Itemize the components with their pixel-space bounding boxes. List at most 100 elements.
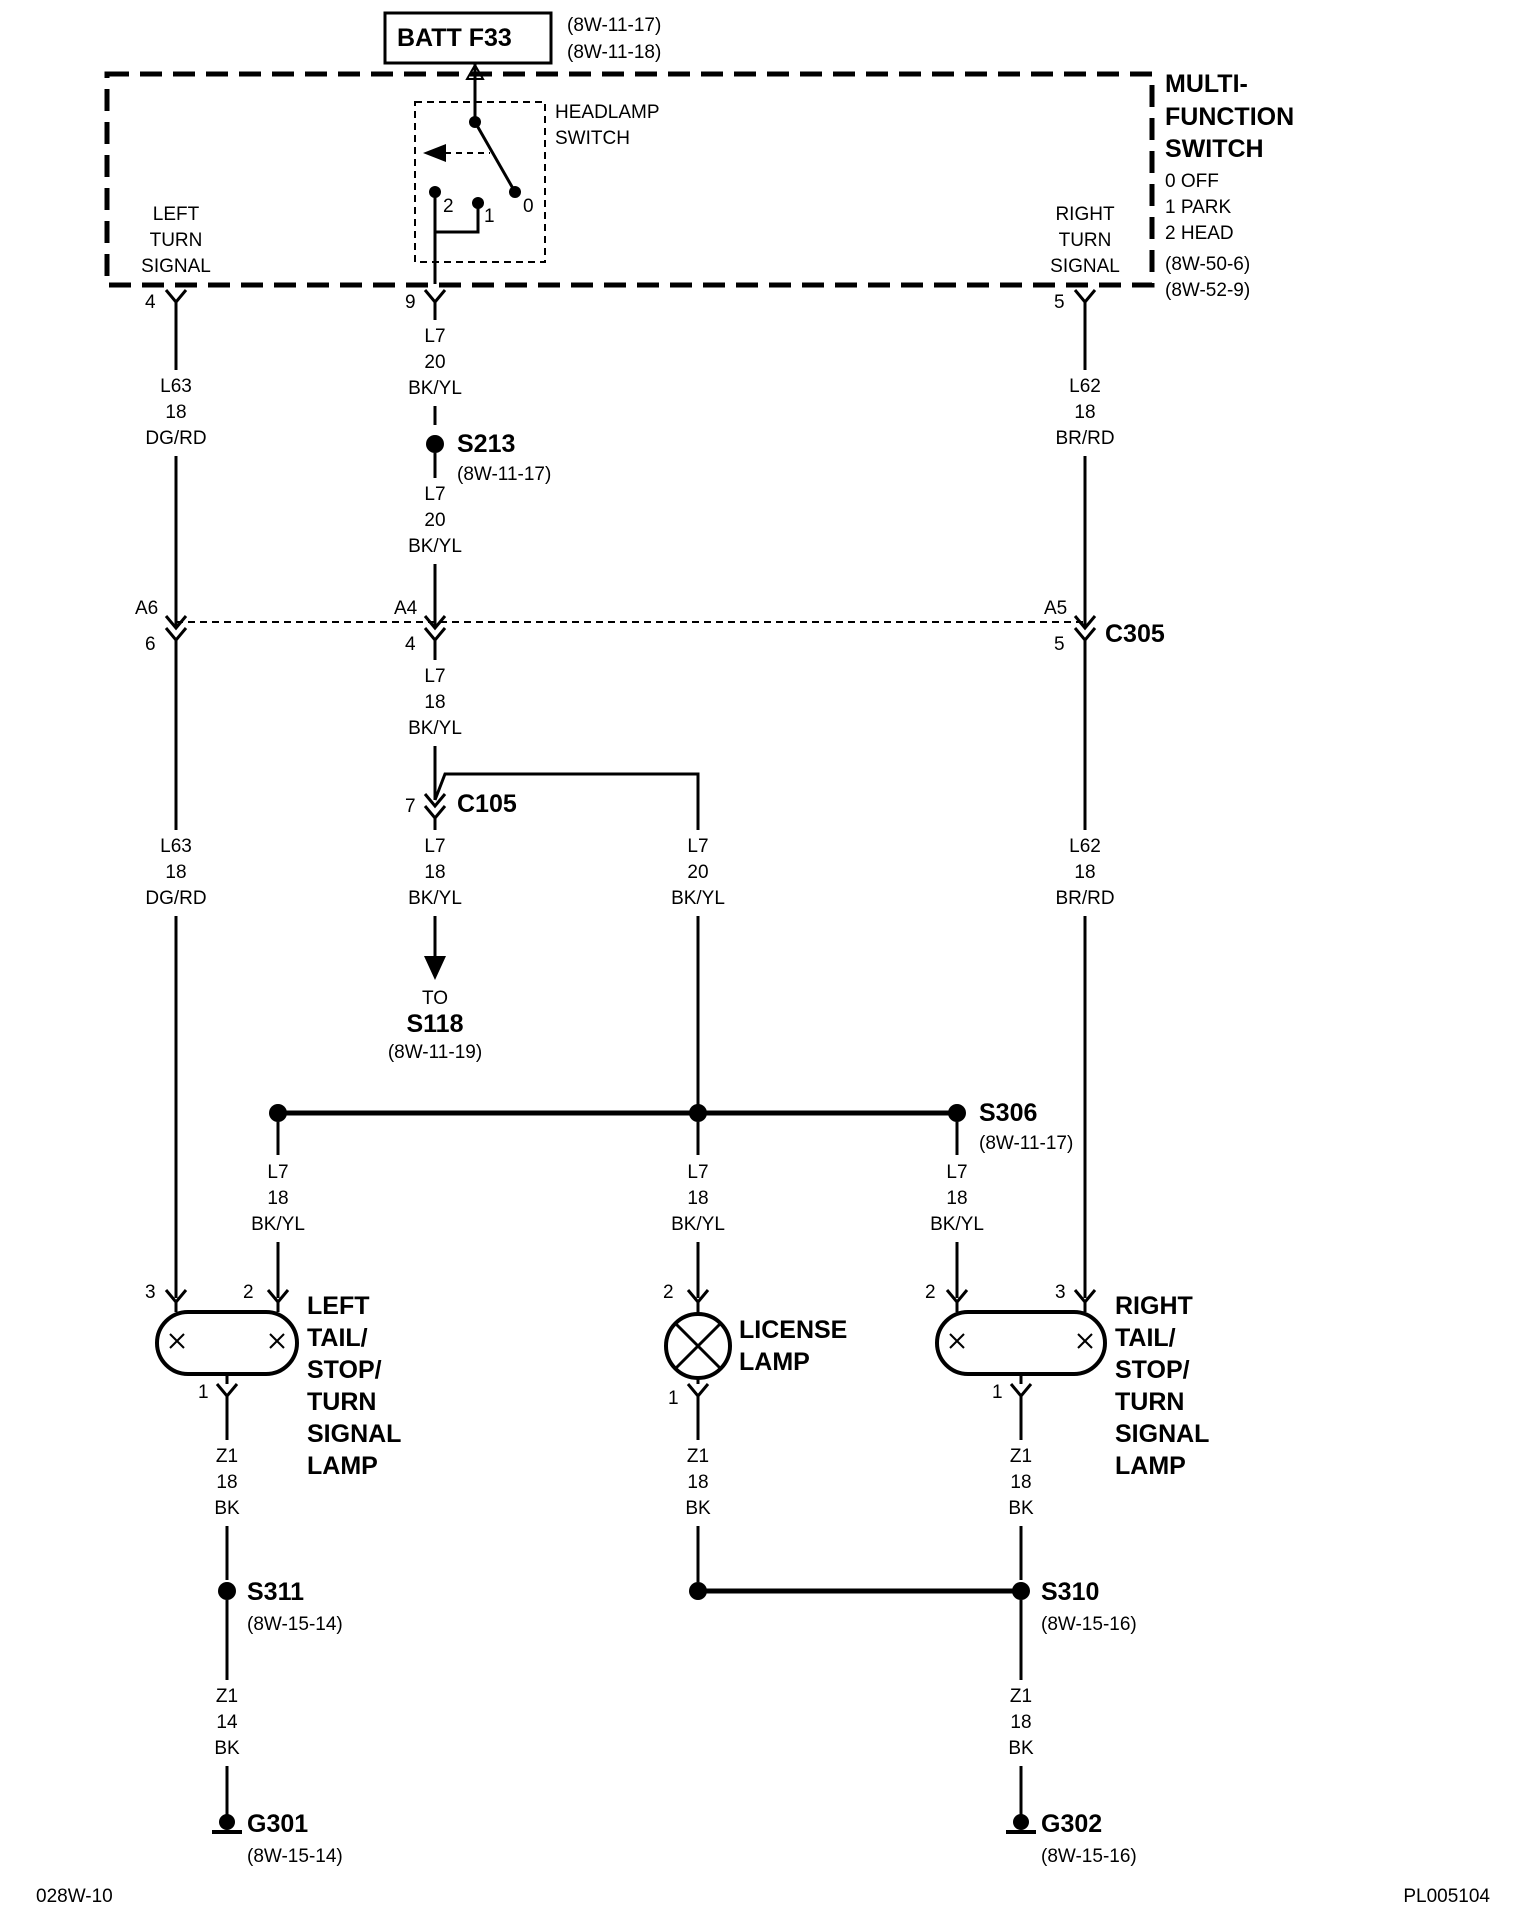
mfs-title-1: MULTI- (1165, 70, 1248, 98)
wire-w11-color: BK/YL (671, 1214, 725, 1235)
wire-w6-gauge: 18 (165, 862, 186, 883)
right-lamp-label-6: LAMP (1115, 1452, 1186, 1480)
headlamp-switch-box (414, 101, 546, 263)
headlamp-pos-2: 2 (443, 196, 454, 217)
left-lamp-filament-icon (169, 1333, 285, 1349)
connector-pin-9 (423, 289, 447, 305)
mfs-pos-2: 2 HEAD (1165, 223, 1234, 244)
g301-ref: (8W-15-14) (247, 1846, 343, 1867)
right-lamp-label-3: STOP/ (1115, 1356, 1190, 1384)
c305-pin-6 (164, 615, 188, 631)
wire-w6-circuit: L63 (160, 836, 192, 857)
s310-ref: (8W-15-16) (1041, 1614, 1137, 1635)
right-lamp-pin3: 3 (1055, 1282, 1066, 1303)
s306-name: S306 (979, 1099, 1037, 1127)
wire-w15-color: BK (1008, 1498, 1034, 1519)
license-lamp-label-1: LICENSE (739, 1316, 847, 1344)
wire-w8-color: BK/YL (671, 888, 725, 909)
wire-w2-circuit: L7 (424, 326, 445, 347)
c305-a6: A6 (135, 598, 158, 619)
splice-s310 (1012, 1582, 1030, 1600)
wire-w3-gauge: 18 (1074, 402, 1095, 423)
wire-w11-gauge: 18 (687, 1188, 708, 1209)
s213-ref: (8W-11-17) (457, 464, 551, 485)
c305-a5: A5 (1044, 598, 1067, 619)
left-lamp-pin1: 1 (198, 1382, 209, 1403)
ground-g302-icon (1006, 1814, 1036, 1834)
mfs-ref-2: (8W-52-9) (1165, 280, 1250, 301)
c305-p4: 4 (405, 634, 416, 655)
right-lamp-label-5: SIGNAL (1115, 1420, 1209, 1448)
right-turn-signal-label-1: RIGHT (1055, 204, 1115, 225)
license-lamp-pin1: 1 (668, 1388, 679, 1409)
left-turn-pin: 4 (145, 292, 156, 313)
wire-w13-color: BK (214, 1498, 240, 1519)
bus-left-node (269, 1104, 287, 1122)
s311-name: S311 (247, 1578, 304, 1606)
wire-w14-circuit: Z1 (687, 1446, 709, 1467)
wire-w7-circuit: L7 (424, 836, 445, 857)
mfs-ref-1: (8W-50-6) (1165, 254, 1250, 275)
left-lamp-pin3: 3 (145, 1282, 156, 1303)
wire-w14-color: BK (685, 1498, 711, 1519)
g302-name: G302 (1041, 1810, 1102, 1838)
headlamp-label-1: HEADLAMP (555, 102, 660, 123)
wire-w13-gauge: 18 (216, 1472, 237, 1493)
wire-w17-circuit: Z1 (1010, 1686, 1032, 1707)
wire-w7-color: BK/YL (408, 888, 462, 909)
s311-ref: (8W-15-14) (247, 1614, 343, 1635)
right-turn-signal-label-3: SIGNAL (1050, 256, 1120, 277)
to-s118-name: S118 (406, 1010, 463, 1038)
wire-w5-gauge: 18 (424, 692, 445, 713)
wire-w17-color: BK (1008, 1738, 1034, 1759)
license-lamp-label-2: LAMP (739, 1348, 810, 1376)
headlamp-pos-1: 1 (484, 206, 495, 227)
wire-w4-gauge: 20 (424, 510, 445, 531)
wire-w4-circuit: L7 (424, 484, 445, 505)
wire-w3-circuit: L62 (1069, 376, 1101, 397)
c305-pin-5 (1073, 615, 1097, 631)
headlamp-label-2: SWITCH (555, 128, 630, 149)
footer-left: 028W-10 (36, 1886, 113, 1907)
left-lamp-label-1: LEFT (307, 1292, 370, 1320)
wire-w1-circuit: L63 (160, 376, 192, 397)
ground-bus-node (689, 1582, 707, 1600)
headlamp-pos-0: 0 (523, 196, 534, 217)
wire-w2-color: BK/YL (408, 378, 462, 399)
feed-arrow-icon (465, 62, 485, 80)
wire-w1-color: DG/RD (145, 428, 206, 449)
right-lamp-pin2: 2 (925, 1282, 936, 1303)
to-s118-to: TO (422, 988, 448, 1009)
ground-g301-icon (212, 1814, 242, 1834)
batt-f33-box (383, 11, 553, 65)
c305-a4: A4 (394, 598, 418, 619)
wire-w8-circuit: L7 (687, 836, 708, 857)
wire-w10-color: BK/YL (251, 1214, 305, 1235)
wire-w8-gauge: 20 (687, 862, 708, 883)
wire-w16-gauge: 14 (216, 1712, 238, 1733)
wire-w2-gauge: 20 (424, 352, 445, 373)
to-s118-arrow-icon (424, 956, 446, 980)
wire-w10-circuit: L7 (267, 1162, 288, 1183)
c305-p6: 6 (145, 634, 156, 655)
mfs-title-3: SWITCH (1165, 135, 1264, 163)
right-lamp-pin1: 1 (992, 1382, 1003, 1403)
c105-name: C105 (457, 790, 517, 818)
connector-pin-4 (164, 289, 188, 305)
wire-w3-color: BR/RD (1055, 428, 1114, 449)
splice-s306 (948, 1104, 966, 1122)
batt-f33-label: BATT F33 (397, 24, 512, 52)
s306-ref: (8W-11-17) (979, 1133, 1073, 1154)
right-turn-pin: 5 (1054, 292, 1065, 313)
wire-w6-color: DG/RD (145, 888, 206, 909)
wire-w12-gauge: 18 (946, 1188, 967, 1209)
wire-w5-circuit: L7 (424, 666, 445, 687)
wire-w14-gauge: 18 (687, 1472, 708, 1493)
batt-ref-1: (8W-11-17) (567, 15, 661, 36)
c105-pin: 7 (405, 796, 416, 817)
wire-w9-circuit: L62 (1069, 836, 1101, 857)
right-lamp-label-4: TURN (1115, 1388, 1184, 1416)
mfs-title-2: FUNCTION (1165, 103, 1294, 131)
wire-w16-color: BK (214, 1738, 240, 1759)
wire-w17-gauge: 18 (1010, 1712, 1031, 1733)
